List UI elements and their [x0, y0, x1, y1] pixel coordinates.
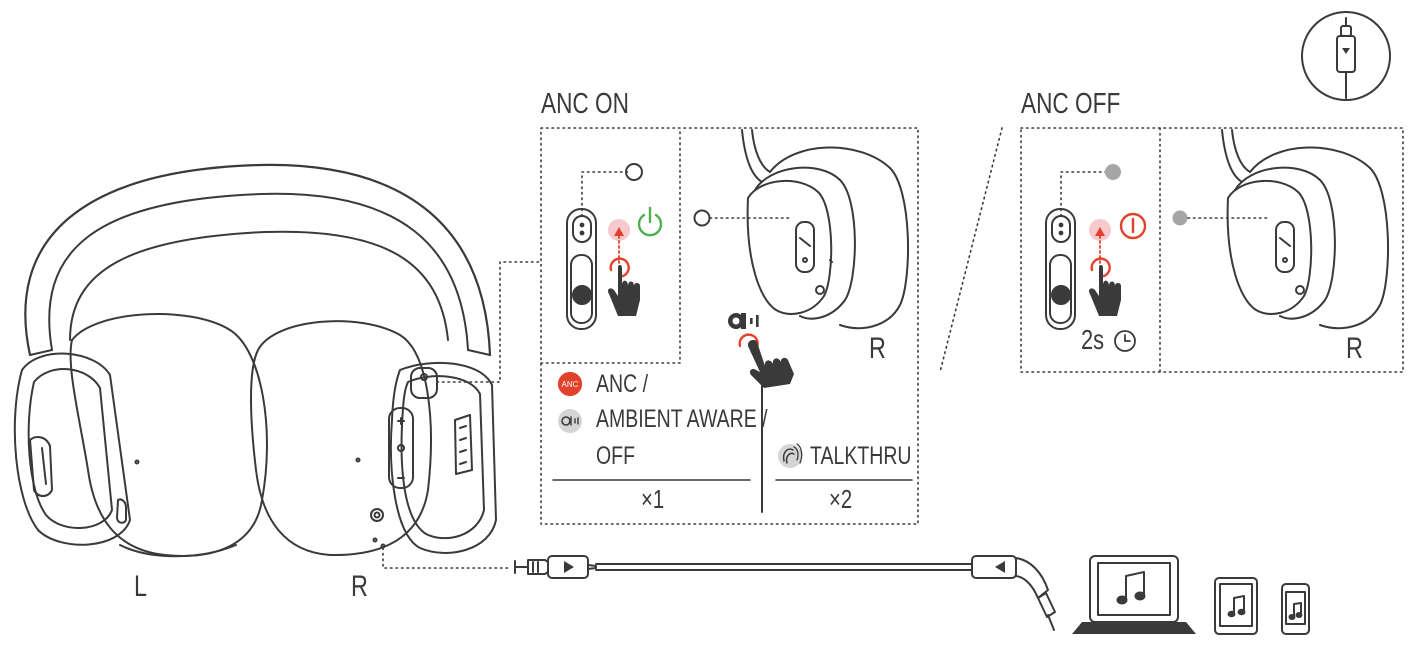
talkthru-icon	[778, 443, 803, 468]
anc-off-right-label: R	[1346, 332, 1363, 365]
hand-press-icon	[1088, 265, 1121, 316]
cable-jack-icon	[1301, 11, 1391, 101]
single-press-count: ×1	[641, 484, 665, 514]
headphone-closeup	[1172, 129, 1389, 330]
ambient-aware-icon	[728, 313, 759, 329]
anc-badge: ANC	[558, 372, 582, 396]
laptop-music-icon	[1072, 555, 1196, 634]
clock-icon	[1114, 330, 1136, 352]
mode-talkthru-label: TALKTHRU	[810, 442, 912, 470]
playback-devices	[1072, 555, 1310, 635]
audio-cable	[514, 555, 1056, 631]
mode-ambient-aware-label: AMBIENT AWARE /	[596, 405, 768, 433]
anc-on-right-label: R	[869, 332, 886, 365]
anc-off-title: ANC OFF	[1021, 88, 1121, 120]
double-press-count: ×2	[829, 484, 853, 514]
anc-off-panel	[939, 127, 1404, 373]
tablet-music-icon	[1214, 577, 1258, 635]
control-strip	[1045, 164, 1121, 330]
hold-time-label: 2s	[1081, 324, 1105, 355]
hand-press-icon	[747, 339, 794, 388]
mode-off-label: OFF	[596, 442, 635, 470]
ambient-aware-badge	[558, 409, 582, 433]
power-icon	[637, 206, 663, 237]
headphones-illustration	[13, 163, 542, 569]
anc-on-title: ANC ON	[541, 88, 629, 120]
power-off-icon	[1119, 212, 1147, 240]
hand-press-icon	[607, 265, 640, 316]
control-strip	[566, 163, 643, 330]
mode-anc-label: ANC /	[596, 370, 649, 398]
right-side-label: R	[351, 570, 368, 603]
headphone-closeup	[693, 129, 909, 330]
left-side-label: L	[134, 570, 148, 603]
anc-on-panel	[540, 127, 919, 525]
phone-music-icon	[1281, 583, 1310, 635]
